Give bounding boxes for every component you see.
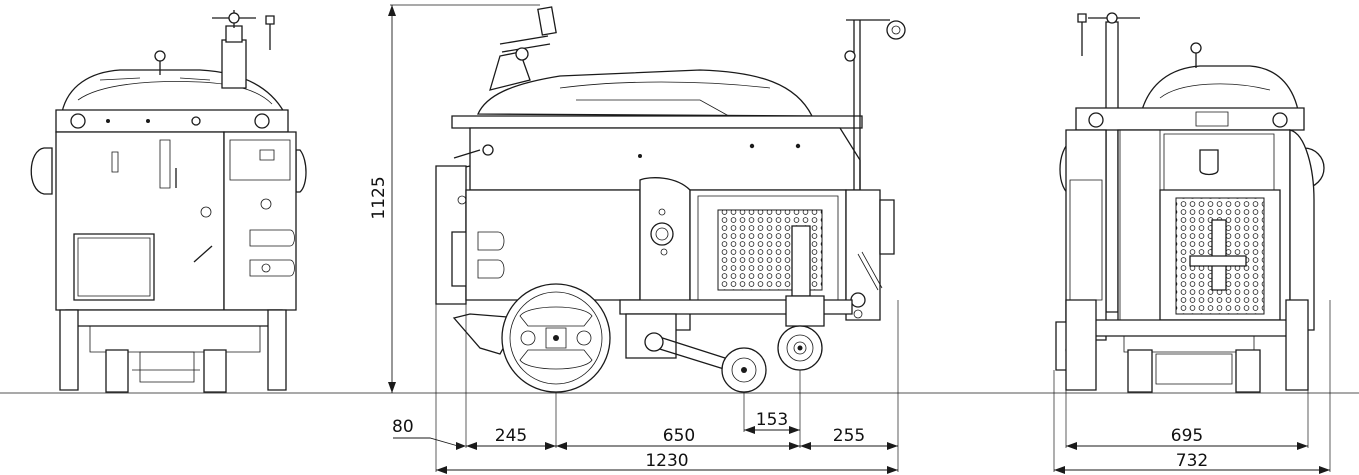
dim-overall-width-label: 732 bbox=[1176, 451, 1208, 471]
dimension-chain: 245 650 255 bbox=[466, 426, 898, 450]
dimension-track: 695 bbox=[1066, 426, 1308, 450]
dim-height-label: 1125 bbox=[369, 176, 389, 219]
rear-view bbox=[1056, 13, 1324, 392]
side-view bbox=[436, 7, 905, 392]
dim-rear-to-wheel-label: 245 bbox=[495, 426, 527, 446]
front-view bbox=[31, 10, 306, 392]
dimension-width: 732 bbox=[1054, 451, 1330, 474]
dimension-length: 1230 bbox=[436, 451, 898, 474]
dim-rear-overhang-label: 255 bbox=[833, 426, 865, 446]
dim-overall-length-label: 1230 bbox=[645, 451, 688, 471]
dim-small-wheel-offset-label: 153 bbox=[756, 410, 788, 430]
dim-front-overhang-label: 80 bbox=[392, 417, 414, 437]
dimension-height: 1125 bbox=[369, 5, 540, 393]
dim-wheelbase-label: 650 bbox=[663, 426, 695, 446]
dimension-small-wheel: 153 bbox=[744, 410, 800, 434]
dimension-front-overhang: 80 bbox=[392, 417, 466, 450]
dim-track-width-label: 695 bbox=[1171, 426, 1203, 446]
